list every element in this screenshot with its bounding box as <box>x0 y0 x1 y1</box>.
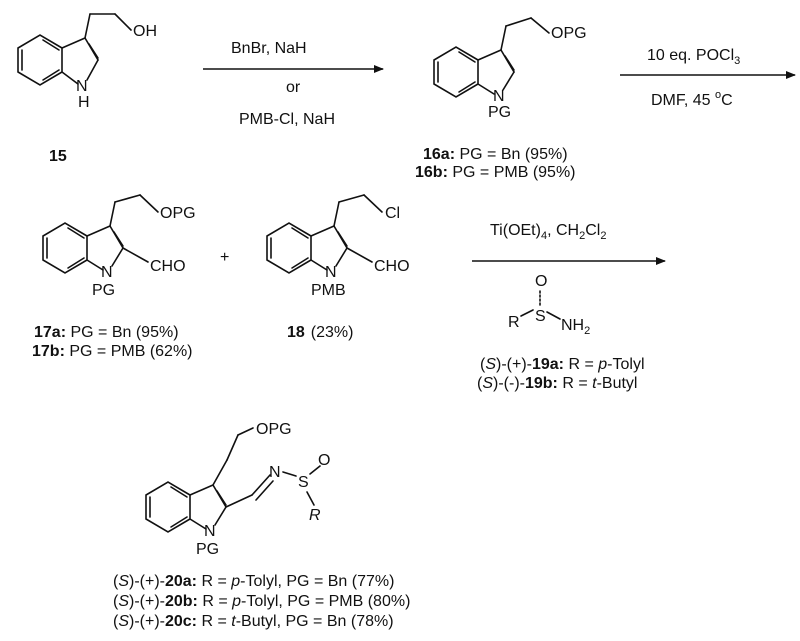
step-1-or: or <box>286 79 301 96</box>
indole-n-label-20: N <box>204 523 216 540</box>
plus-sign: + <box>220 249 229 266</box>
indole-n-label-15: N <box>76 78 88 95</box>
compound-20-structure: OPG N S O R N PG (S)-(+)-20a: R = p-Toly… <box>113 421 410 630</box>
caption-20c: (S)-(+)-20c: R = t-Butyl, PG = Bn (78%) <box>113 613 394 630</box>
pmb-label-18: PMB <box>311 282 346 299</box>
caption-16b: 16b: PG = PMB (95%) <box>415 164 576 181</box>
compound-15-number: 15 <box>49 148 67 165</box>
indole-n-label-16: N <box>493 88 505 105</box>
opg-label-20: OPG <box>256 421 292 438</box>
indole-skeleton-16 <box>433 17 550 98</box>
step-3: Ti(OEt)4, CH2Cl2 O R S NH2 (S)-(+)-19a: … <box>472 222 666 392</box>
caption-16a: 16a: PG = Bn (95%) <box>423 146 568 163</box>
indole-h-label-15: H <box>78 94 90 111</box>
cho-label-17: CHO <box>150 258 186 275</box>
step-2-reagent-a: 10 eq. POCl3 <box>647 47 740 67</box>
step-1-reagent-a: BnBr, NaH <box>231 40 307 57</box>
oxygen-label-20: O <box>318 452 330 469</box>
compound-16-structure: OPG N PG 16a: PG = Bn (95%) 16b: PG = PM… <box>415 17 587 181</box>
compound-17-structure: OPG CHO N PG 17a: PG = Bn (95%) 17b: PG … <box>32 194 196 360</box>
caption-19a: (S)-(+)-19a: R = p-Tolyl <box>480 356 645 373</box>
indole-n-label-18: N <box>325 264 337 281</box>
step-3-reagent-a: Ti(OEt)4, CH2Cl2 <box>490 222 606 242</box>
sulfinamide-structure: O R S NH2 <box>508 273 590 337</box>
step-1: BnBr, NaH or PMB-Cl, NaH <box>203 40 384 128</box>
compound-18-structure: Cl CHO N PMB 18(23%) <box>266 194 410 341</box>
pg-label-20: PG <box>196 541 219 558</box>
pg-label-16: PG <box>488 104 511 121</box>
hydroxyl-label: OH <box>133 23 157 40</box>
pg-label-17: PG <box>92 282 115 299</box>
caption-20a: (S)-(+)-20a: R = p-Tolyl, PG = Bn (77%) <box>113 573 394 590</box>
opg-label-17: OPG <box>160 205 196 222</box>
indole-skeleton-20 <box>145 427 274 533</box>
caption-19b: (S)-(-)-19b: R = t-Butyl <box>477 375 637 392</box>
caption-20b: (S)-(+)-20b: R = p-Tolyl, PG = PMB (80%) <box>113 593 410 610</box>
indole-skeleton-15 <box>17 13 132 86</box>
caption-17b: 17b: PG = PMB (62%) <box>32 343 193 360</box>
s-n-bond <box>546 311 561 320</box>
compound-15-structure: OH N H 15 <box>17 13 157 165</box>
r-label-20: R <box>309 507 321 524</box>
imine-n-label: N <box>269 464 281 481</box>
s-o-bond <box>309 465 321 475</box>
indole-skeleton-17 <box>42 194 159 274</box>
chloro-label-18: Cl <box>385 205 400 222</box>
cho-label-18: CHO <box>374 258 410 275</box>
step-1-reagent-b: PMB-Cl, NaH <box>239 111 335 128</box>
n-s-bond <box>282 471 297 477</box>
sulfur-label-20: S <box>298 474 309 491</box>
compound-18-caption: 18(23%) <box>287 324 353 341</box>
caption-17a: 17a: PG = Bn (95%) <box>34 324 179 341</box>
step-2-reagent-b: DMF, 45 oC <box>651 89 733 109</box>
sulfinamide-nh2: NH2 <box>561 317 590 337</box>
s-r-bond <box>306 491 315 506</box>
opg-label-16: OPG <box>551 25 587 42</box>
indole-n-label-17: N <box>101 264 113 281</box>
indole-skeleton-18 <box>266 194 383 274</box>
sulfinamide-o: O <box>535 273 547 290</box>
sulfinamide-r: R <box>508 314 520 331</box>
r-s-bond <box>520 309 534 317</box>
step-2: 10 eq. POCl3 DMF, 45 oC <box>620 47 796 109</box>
sulfinamide-s: S <box>535 308 546 325</box>
